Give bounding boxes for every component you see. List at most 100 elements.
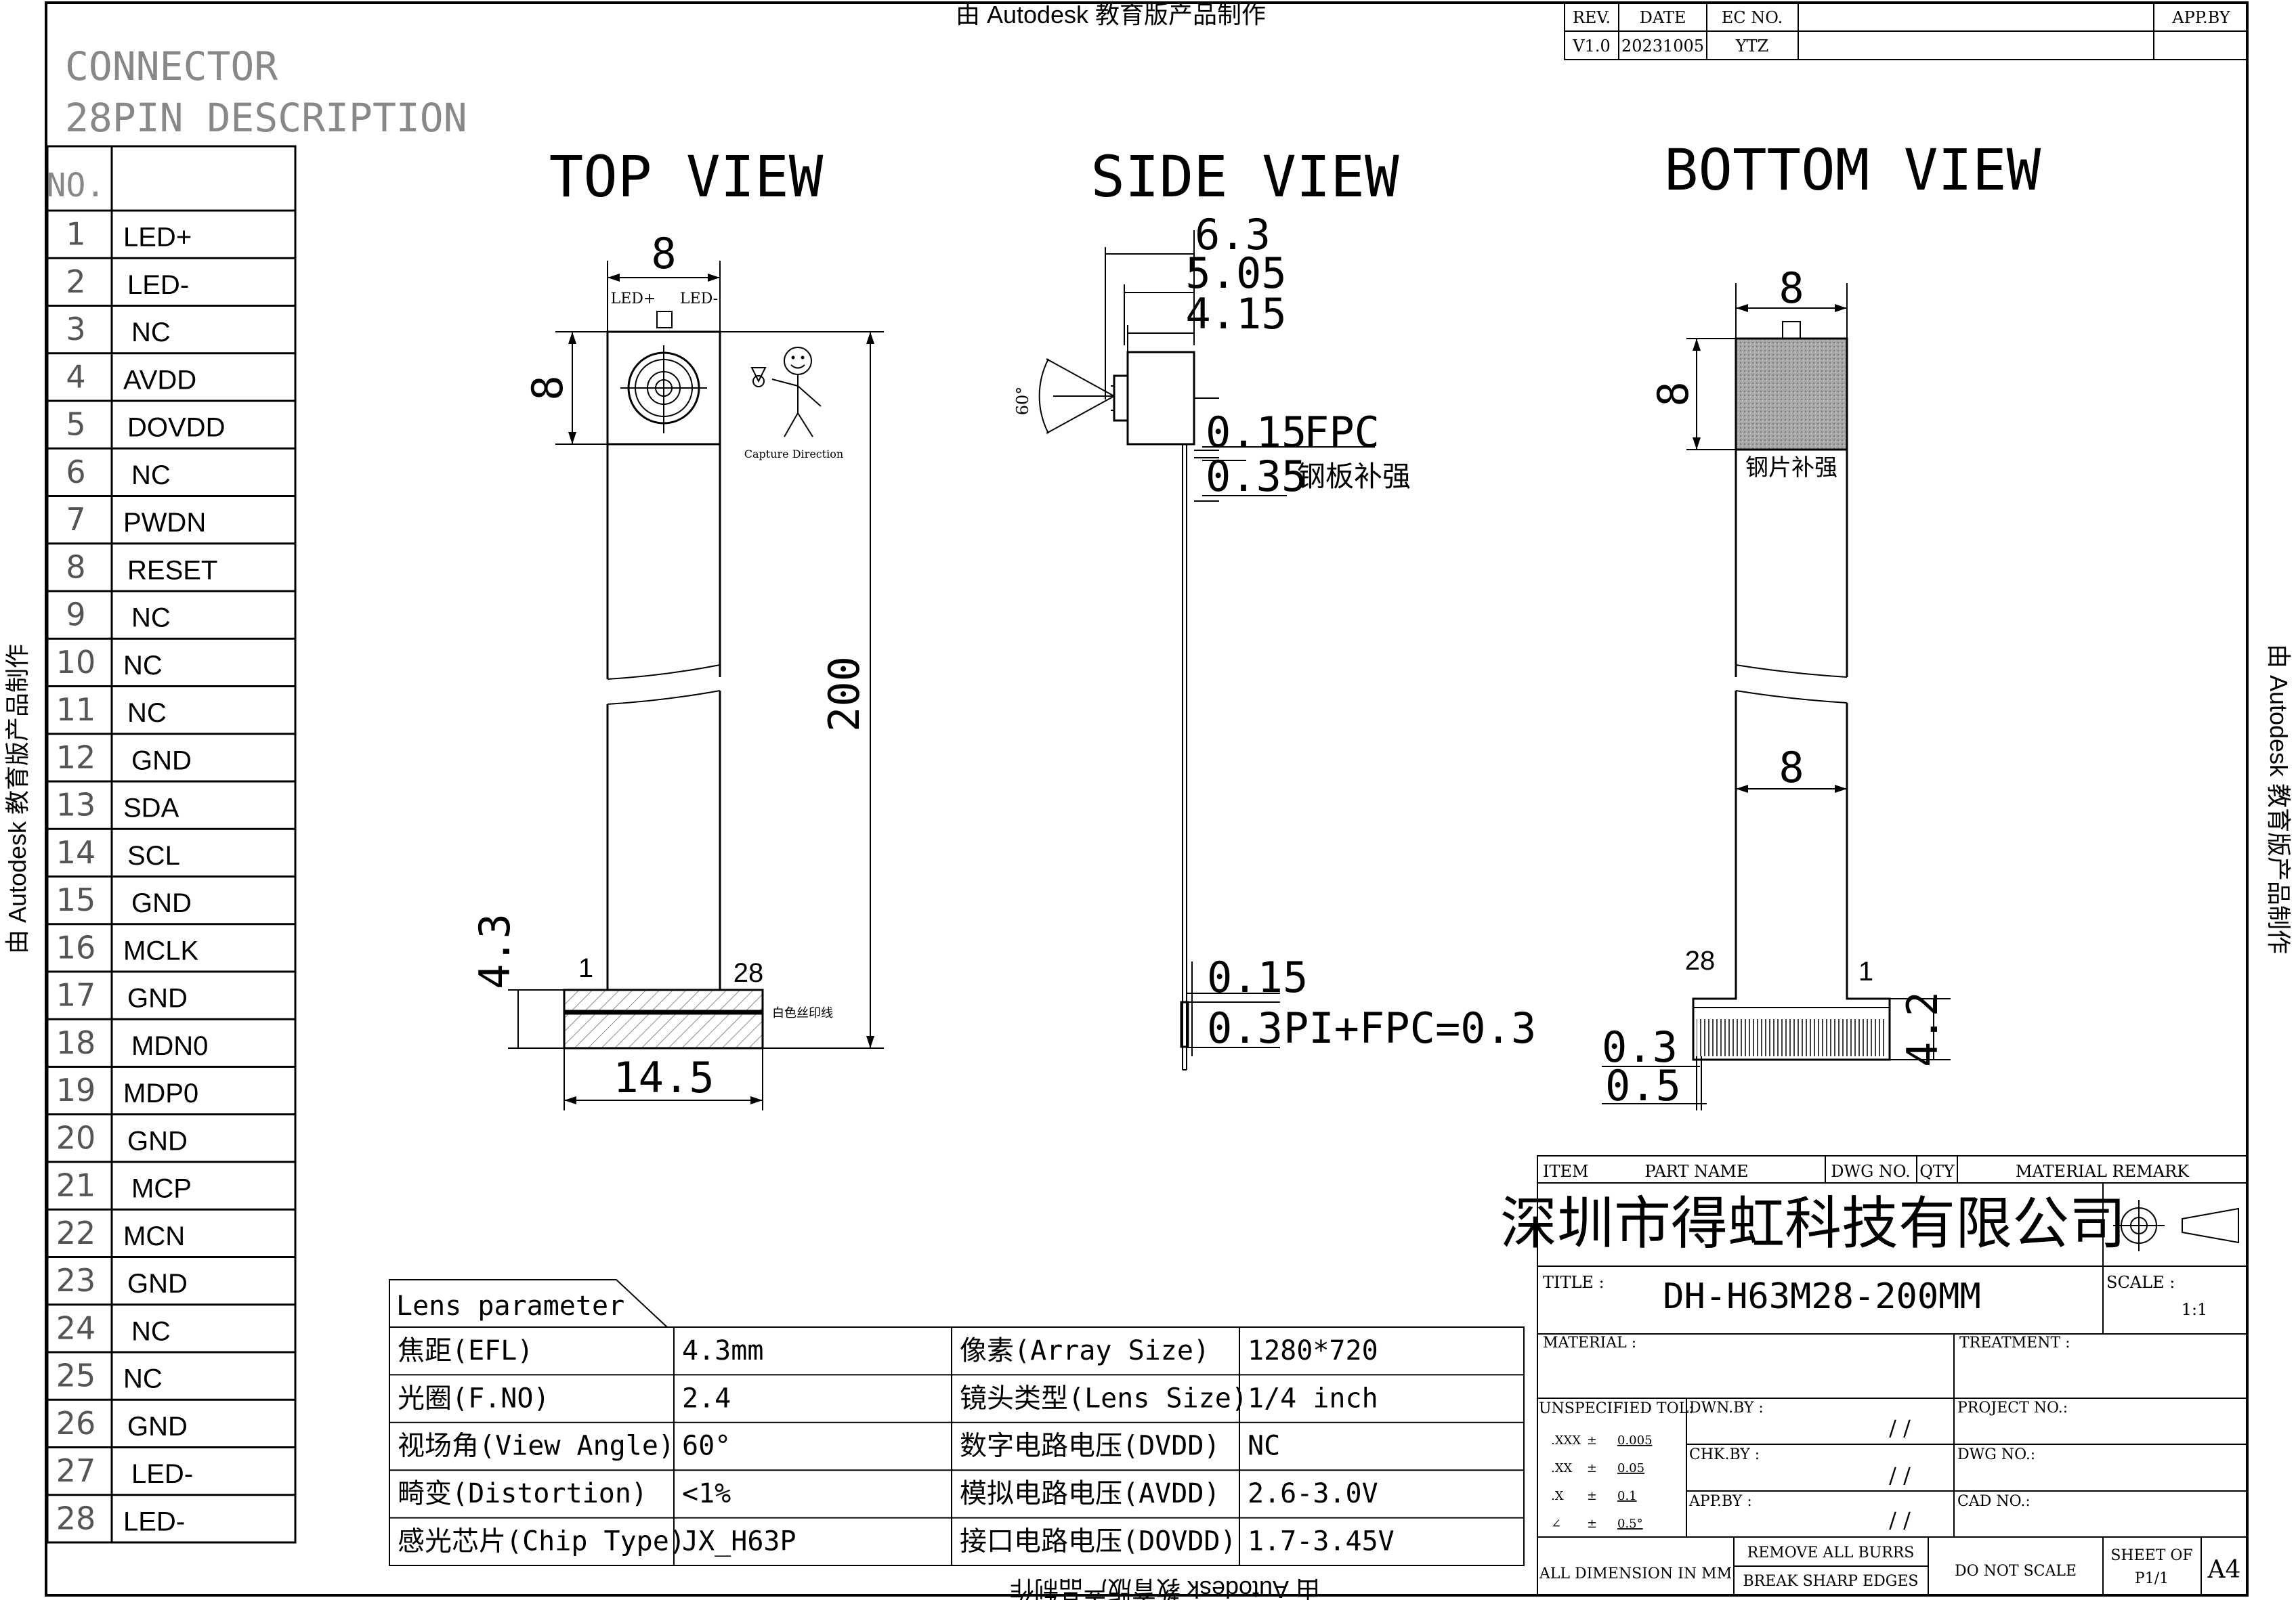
pin-name: MCLK — [123, 936, 198, 966]
lens-cell: 4.3mm — [682, 1335, 763, 1366]
top-height-dim: 8 — [523, 375, 572, 400]
tb-title-label: TITLE : — [1543, 1273, 1604, 1292]
pin-number: 24 — [56, 1310, 96, 1346]
pin-number: 12 — [56, 739, 96, 775]
lens-cell: 焦距(EFL) — [398, 1335, 533, 1366]
lens-cell: 模拟电路电压(AVDD) — [960, 1478, 1220, 1509]
led-minus-label: LED- — [680, 290, 718, 307]
revision-table: REV. DATE EC NO. APP.BY V1.0 20231005 YT… — [1564, 2, 2248, 60]
bottom-pitch-dim-2: 0.5 — [1605, 1061, 1681, 1110]
pin-number: 28 — [56, 1500, 96, 1536]
tb-material-label: MATERIAL : — [1543, 1335, 1636, 1352]
lens-cell: 视场角(View Angle) — [398, 1431, 675, 1462]
pin-number: 3 — [66, 311, 85, 347]
side-dim-1: 6.3 — [1195, 210, 1271, 259]
side-end-dim-2: 0.3 — [1207, 1003, 1283, 1053]
top-view: TOP VIEW 8 LED+ LED- 8 — [470, 144, 884, 1110]
top-view-title: TOP VIEW — [549, 144, 824, 210]
lens-cell: 1/4 inch — [1248, 1383, 1378, 1414]
pin-number: 19 — [56, 1072, 96, 1108]
rev-header: REV. — [1573, 8, 1611, 27]
tb-app-date: / / — [1889, 1507, 1911, 1533]
pin-number: 18 — [56, 1024, 96, 1061]
silk-line-note: 白色丝印线 — [772, 1006, 833, 1020]
tol-value: 0.005 — [1617, 1433, 1653, 1448]
lens-cell: 数字电路电压(DVDD) — [960, 1431, 1220, 1462]
tol-plusminus: ± — [1587, 1461, 1597, 1475]
pin-number: 17 — [56, 977, 96, 1014]
pin-name: NC — [131, 1316, 171, 1346]
pin-number: 5 — [66, 406, 85, 443]
pin-number: 21 — [56, 1167, 96, 1204]
no-header: NO. — [47, 167, 106, 204]
side-fpc-label: FPC — [1304, 408, 1380, 457]
pin-name: AVDD — [123, 365, 196, 395]
pin-number: 16 — [56, 929, 96, 966]
side-steel-dim: 0.35 — [1206, 452, 1306, 501]
rev-value: V1.0 — [1572, 37, 1611, 56]
ec-header: EC NO. — [1722, 8, 1783, 27]
tb-project-label: PROJECT NO.: — [1957, 1400, 2068, 1417]
tb-scale-label: SCALE : — [2106, 1273, 2175, 1292]
tb-remove-burrs: REMOVE ALL BURRS — [1747, 1544, 1915, 1561]
lens-cell: NC — [1248, 1431, 1280, 1462]
lens-cell: 光圈(F.NO) — [398, 1383, 550, 1414]
lens-cell: 接口电路电压(DOVDD) — [960, 1526, 1237, 1557]
pin-number: 7 — [66, 501, 85, 538]
pin-name: SDA — [123, 794, 179, 823]
top-connector-height-dim: 4.3 — [470, 913, 519, 989]
connector-title-line2: 28PIN DESCRIPTION — [65, 95, 467, 141]
side-view-title: SIDE VIEW — [1090, 144, 1399, 210]
tol-format: .XXX — [1551, 1433, 1581, 1448]
tol-value: 0.05 — [1617, 1461, 1644, 1475]
lens-cell: 60° — [682, 1431, 731, 1462]
lens-cell: 像素(Array Size) — [960, 1335, 1210, 1366]
pin-name: GND — [127, 1126, 188, 1156]
bottom-connector-dim: 4.2 — [1898, 991, 1947, 1067]
pin-name: GND — [127, 1269, 188, 1299]
tol-value: 0.5° — [1617, 1517, 1643, 1531]
pin-number: 23 — [56, 1262, 96, 1299]
pin-name: LED+ — [123, 223, 192, 253]
pin-name: DOVDD — [127, 413, 225, 443]
watermark-top: 由 Autodesk 教育版产品制作 — [956, 1, 1266, 28]
lens-cell: <1% — [682, 1478, 731, 1509]
tb-app-label: APP.BY : — [1688, 1493, 1752, 1510]
tb-dwg-label: DWG NO.: — [1957, 1446, 2035, 1463]
tb-part-name-header: PART NAME — [1645, 1162, 1749, 1181]
date-header: DATE — [1640, 8, 1686, 27]
top-width-dim: 8 — [651, 229, 676, 278]
pin-name: MDP0 — [123, 1079, 198, 1108]
bottom-view-title: BOTTOM VIEW — [1664, 137, 2041, 203]
tb-sheet-label: SHEET OF — [2110, 1547, 2192, 1564]
side-steel-label: 钢板补强 — [1297, 460, 1411, 493]
tb-paper-size: A4 — [2207, 1556, 2241, 1584]
drawing-border — [45, 1, 2249, 1597]
top-pin-first: 1 — [578, 953, 593, 983]
pin-name: NC — [123, 651, 163, 680]
pin-number: 15 — [56, 882, 96, 918]
top-connector-width-dim: 14.5 — [613, 1053, 714, 1102]
side-end-dim-1: 0.15 — [1207, 953, 1308, 1002]
pin-number: 14 — [56, 834, 96, 871]
tb-title-value: DH-H63M28-200MM — [1663, 1276, 1981, 1317]
pin-number: 8 — [66, 548, 85, 585]
tol-plusminus: ± — [1587, 1433, 1597, 1448]
bottom-pitch-dim-1: 0.3 — [1602, 1022, 1678, 1072]
lens-cell: 2.6-3.0V — [1248, 1478, 1378, 1509]
bottom-width-dim: 8 — [1779, 263, 1804, 313]
bottom-steel-label: 钢片补强 — [1745, 454, 1837, 481]
tol-value: 0.1 — [1617, 1489, 1637, 1503]
pin-name: MDN0 — [131, 1031, 208, 1061]
top-pin-last: 28 — [734, 958, 764, 988]
capture-direction-label: Capture Direction — [744, 448, 843, 460]
tb-break-edges: BREAK SHARP EDGES — [1743, 1573, 1918, 1590]
pin-name: MCP — [131, 1174, 192, 1204]
pin-name: RESET — [127, 555, 217, 585]
capture-direction-icon — [750, 347, 822, 437]
app-header: APP.BY — [2171, 8, 2231, 27]
pin-name: LED- — [131, 1459, 193, 1489]
side-dim-2: 5.05 — [1185, 248, 1286, 298]
pin-number: 9 — [66, 597, 85, 633]
